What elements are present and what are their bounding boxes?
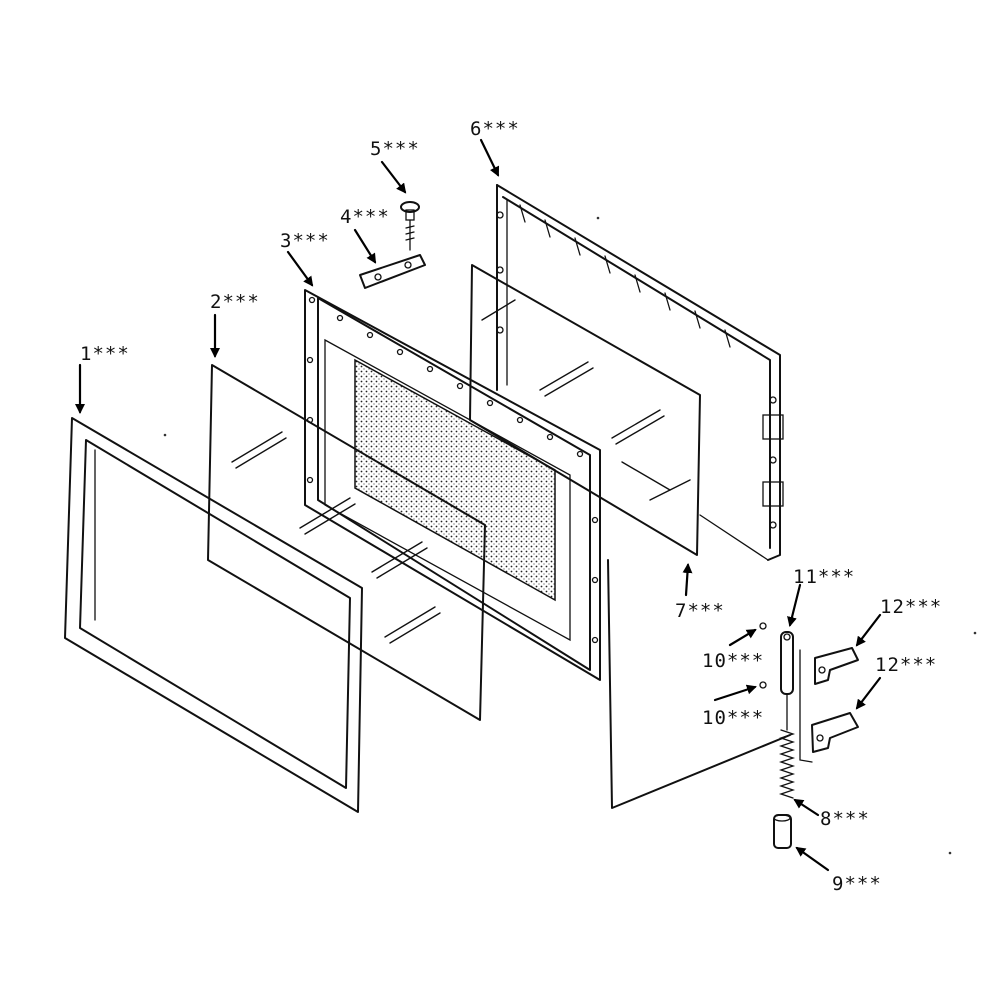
callout-3: 3***	[280, 230, 330, 252]
part-3-inner-frame	[304, 289, 601, 681]
callout-11: 11***	[793, 566, 855, 588]
callout-10-lower: 10***	[702, 707, 764, 729]
callout-1: 1***	[80, 343, 130, 365]
scan-specks	[163, 216, 977, 855]
part-10-washer-lower	[759, 681, 767, 689]
part-10-washer-upper	[759, 622, 767, 630]
callout-7: 7***	[675, 600, 725, 622]
part-2-glass-panel	[207, 364, 486, 721]
part-1-outer-frame	[64, 417, 363, 813]
callout-10-upper: 10***	[702, 650, 764, 672]
part-12-hinge-upper	[814, 647, 859, 685]
part-6-rear-frame	[496, 184, 784, 561]
part-4-bracket	[359, 254, 426, 289]
callout-6: 6***	[470, 118, 520, 140]
callout-arrows	[75, 138, 882, 872]
callout-8: 8***	[820, 808, 870, 830]
callout-2: 2***	[210, 291, 260, 313]
rear-cover-sheet	[607, 559, 791, 809]
callout-9: 9***	[832, 873, 882, 895]
callout-12-lower: 12***	[875, 654, 937, 676]
part-7-rear-glass	[469, 264, 701, 556]
callout-12-upper: 12***	[880, 596, 942, 618]
callout-4: 4***	[340, 206, 390, 228]
callout-labels: 1*** 2*** 3*** 4*** 5*** 6*** 7*** 8*** …	[80, 118, 942, 895]
part-5-screw	[400, 201, 420, 251]
part-11-hinge-pin	[780, 631, 794, 695]
part-8-spring	[778, 693, 796, 799]
callout-5: 5***	[370, 138, 420, 160]
part-12-hinge-lower	[811, 712, 859, 753]
hinge-assembly	[759, 622, 859, 849]
